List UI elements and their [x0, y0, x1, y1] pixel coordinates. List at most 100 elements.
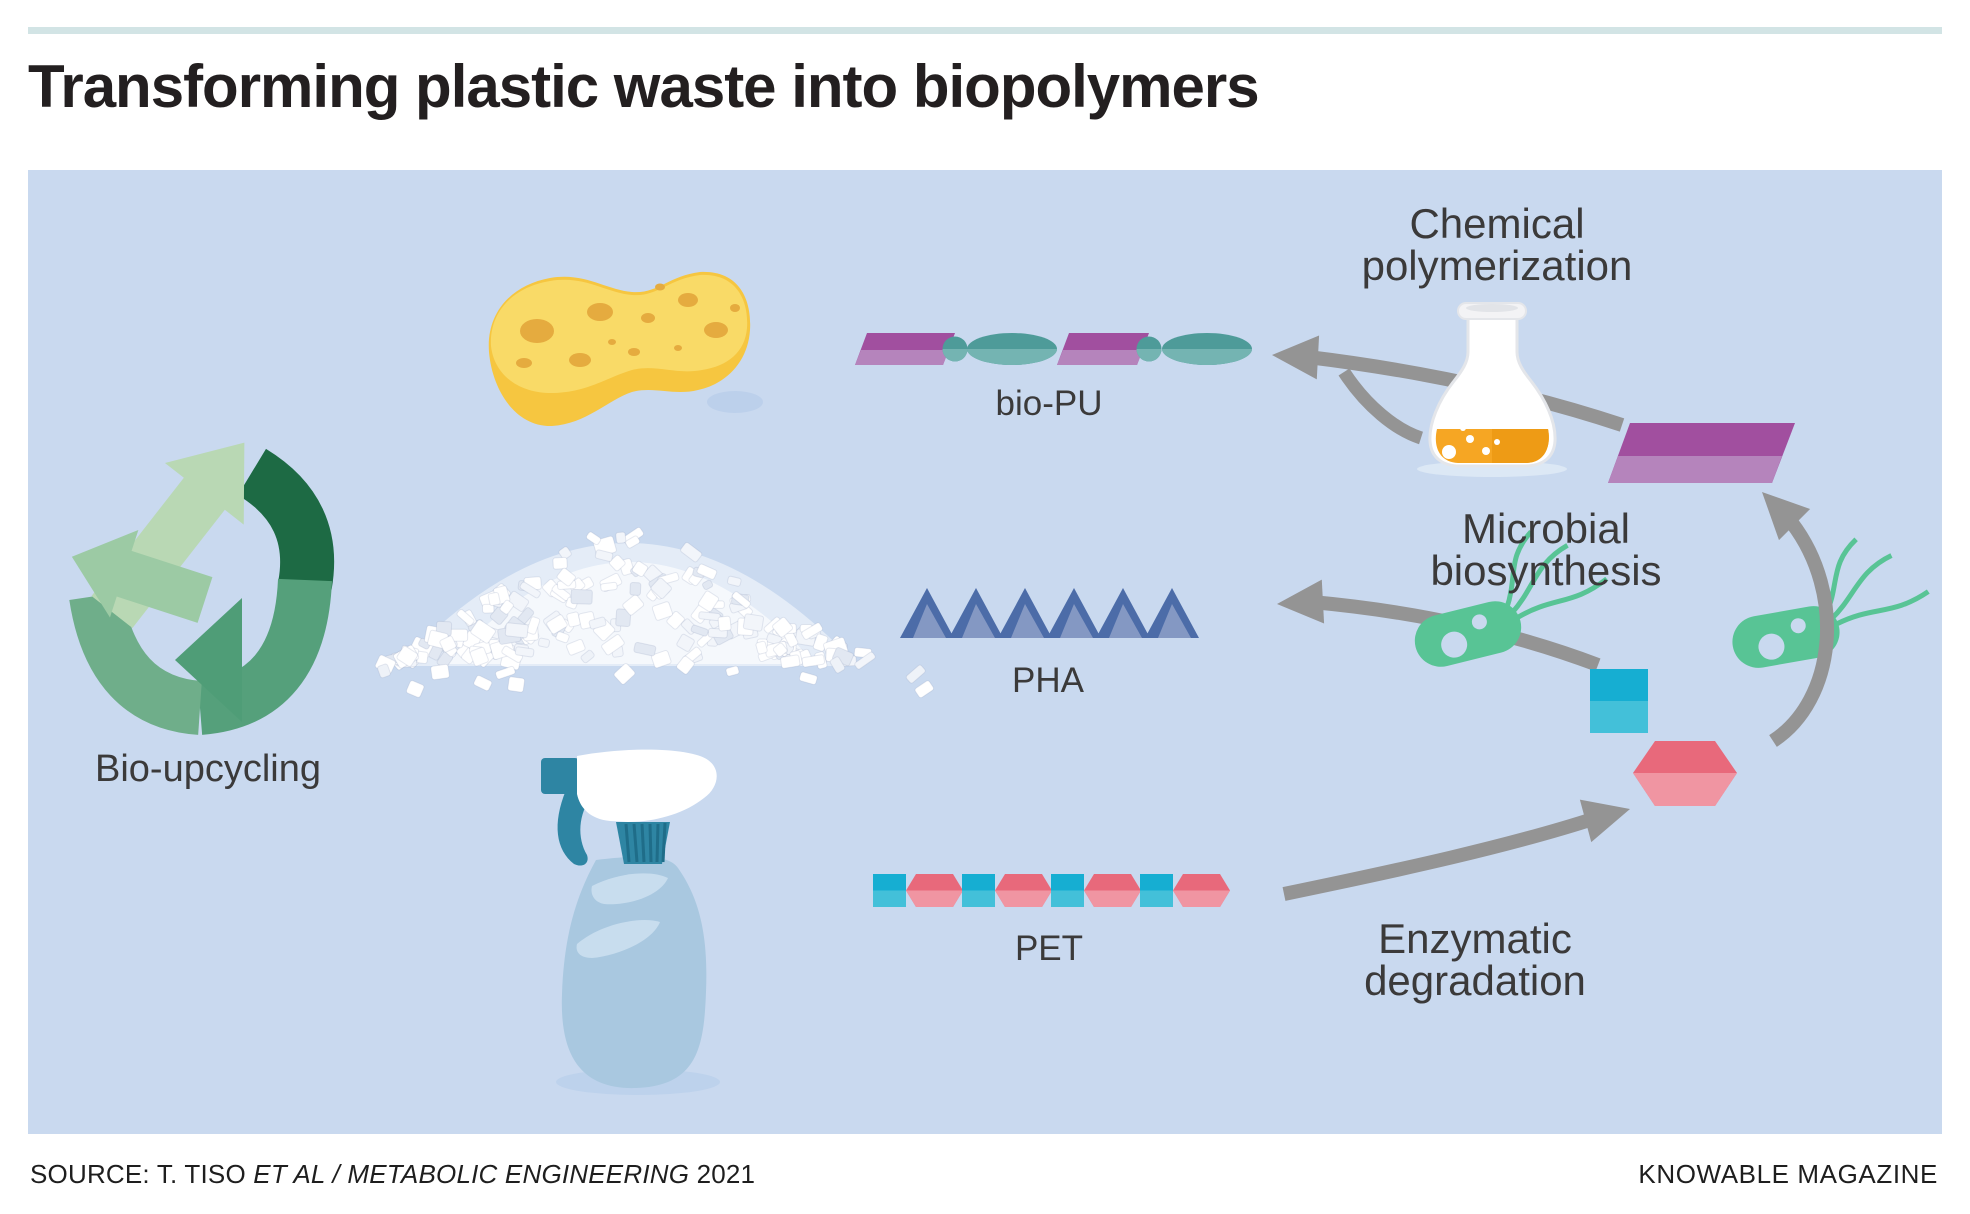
pellet-flake: [625, 535, 641, 549]
erlenmeyer-flask-icon: [1417, 302, 1567, 477]
spray-trigger: [557, 790, 592, 866]
pellet-flake: [519, 581, 541, 599]
top-accent-bar: [28, 27, 1942, 34]
pellet-flake: [558, 546, 572, 560]
pellet-flake: [798, 671, 818, 685]
pellet-flake: [430, 663, 450, 681]
pellet-flake: [405, 680, 425, 698]
pellet-flake: [717, 615, 732, 632]
pellet-flake: [698, 611, 721, 622]
pellet-flake: [698, 590, 720, 613]
pellet-flake: [481, 603, 495, 614]
pellet-flake: [801, 622, 823, 640]
pellet-flake: [594, 549, 614, 562]
spray-bottle-illustration: [541, 749, 720, 1095]
pellet-flake: [469, 646, 489, 667]
diagram-panel: [28, 170, 1942, 1134]
pellet-flake: [601, 634, 625, 656]
pellet-flake: [696, 563, 718, 580]
pellet-flake: [507, 676, 526, 693]
pellet-flake: [622, 594, 645, 616]
source-journal: ET AL / METABOLIC ENGINEERING: [253, 1159, 690, 1189]
pellet-flake: [396, 645, 419, 667]
flask-bubbles: [1442, 425, 1500, 459]
pellet-flake: [905, 664, 926, 684]
sponge-holes: [516, 283, 740, 368]
pellet-flake: [613, 663, 636, 685]
pellet-flake: [566, 638, 586, 656]
pellet-flake: [801, 654, 826, 668]
pellet-flake: [629, 581, 642, 596]
pellet-flake: [780, 654, 801, 669]
source-credit: SOURCE: T. TISO ET AL / METABOLIC ENGINE…: [30, 1159, 755, 1190]
bio-pu-label: bio-PU: [996, 384, 1103, 423]
pellet-flake: [487, 591, 501, 607]
pellet-flake: [608, 554, 626, 572]
pellet-flake: [633, 641, 657, 657]
pellet-flake: [600, 581, 618, 592]
pellet-flake: [470, 619, 496, 644]
pellet-flake: [651, 601, 673, 621]
purple-monomer-block: [1608, 423, 1795, 483]
pellet-flake: [580, 649, 595, 664]
source-year: 2021: [689, 1159, 756, 1189]
pellet-flake: [566, 611, 581, 628]
pellet-flake: [615, 531, 627, 544]
pellet-flake: [588, 616, 607, 630]
pellet-flake: [690, 624, 709, 637]
microbial-biosynthesis-label: Microbial biosynthesis: [1430, 505, 1661, 594]
pellet-flake: [651, 650, 672, 669]
pellet-flake: [439, 635, 457, 653]
pellet-flake: [676, 655, 695, 675]
pellet-flake: [676, 633, 695, 652]
pellet-flake: [495, 665, 516, 680]
pellet-flake: [537, 637, 551, 648]
svg-text:degradation: degradation: [1364, 957, 1586, 1004]
recycling-arrows-icon: [69, 442, 335, 735]
bio-pu-chain: [855, 333, 1252, 365]
pellet-flake: [726, 575, 742, 587]
pellet-flake: [731, 591, 751, 609]
svg-text:biosynthesis: biosynthesis: [1430, 547, 1661, 594]
arrow-monomers-to-polymer: [1762, 492, 1834, 747]
pellet-flake: [552, 556, 568, 570]
pellet-flake: [702, 579, 714, 591]
sponge-illustration: [488, 271, 763, 427]
pellet-flake: [504, 622, 529, 639]
pellet-flake: [914, 680, 934, 699]
source-text: SOURCE: T. TISO: [30, 1159, 254, 1189]
pellet-flake: [556, 567, 576, 587]
pellet-flake: [772, 642, 788, 658]
plastic-pellets-pile: [374, 527, 934, 699]
pellet-flake: [501, 645, 524, 663]
pellet-flake: [650, 577, 672, 599]
pellet-flake: [499, 599, 514, 615]
chemical-polymerization-label: Chemical polymerization: [1362, 200, 1633, 289]
pellet-flake: [526, 616, 541, 635]
pellet-flake: [725, 665, 740, 677]
brand-credit: KNOWABLE MAGAZINE: [1638, 1159, 1938, 1189]
pellet-flake: [742, 613, 765, 632]
pellet-flake: [570, 588, 593, 605]
svg-text:Microbial: Microbial: [1462, 505, 1630, 552]
bio-upcycling-label: Bio-upcycling: [95, 748, 321, 790]
blue-monomer-block: [1590, 669, 1648, 733]
pet-label: PET: [1015, 929, 1083, 968]
recycle-arrowhead: [175, 598, 242, 722]
pellet-flake: [377, 663, 391, 679]
spray-nozzle: [541, 758, 579, 794]
pellet-flake: [514, 646, 535, 658]
svg-text:Chemical: Chemical: [1409, 200, 1584, 247]
svg-text:polymerization: polymerization: [1362, 242, 1633, 289]
pellet-flake: [473, 675, 493, 692]
pellet-flake: [506, 590, 530, 612]
pellet-flake: [755, 640, 768, 655]
pink-monomer-block: [1633, 741, 1737, 806]
pellet-flake: [829, 656, 846, 674]
pellet-flake: [585, 531, 602, 546]
arrow-pet-to-monomers: [1282, 799, 1630, 901]
pellet-flake: [555, 631, 570, 644]
pha-label: PHA: [1012, 661, 1085, 700]
